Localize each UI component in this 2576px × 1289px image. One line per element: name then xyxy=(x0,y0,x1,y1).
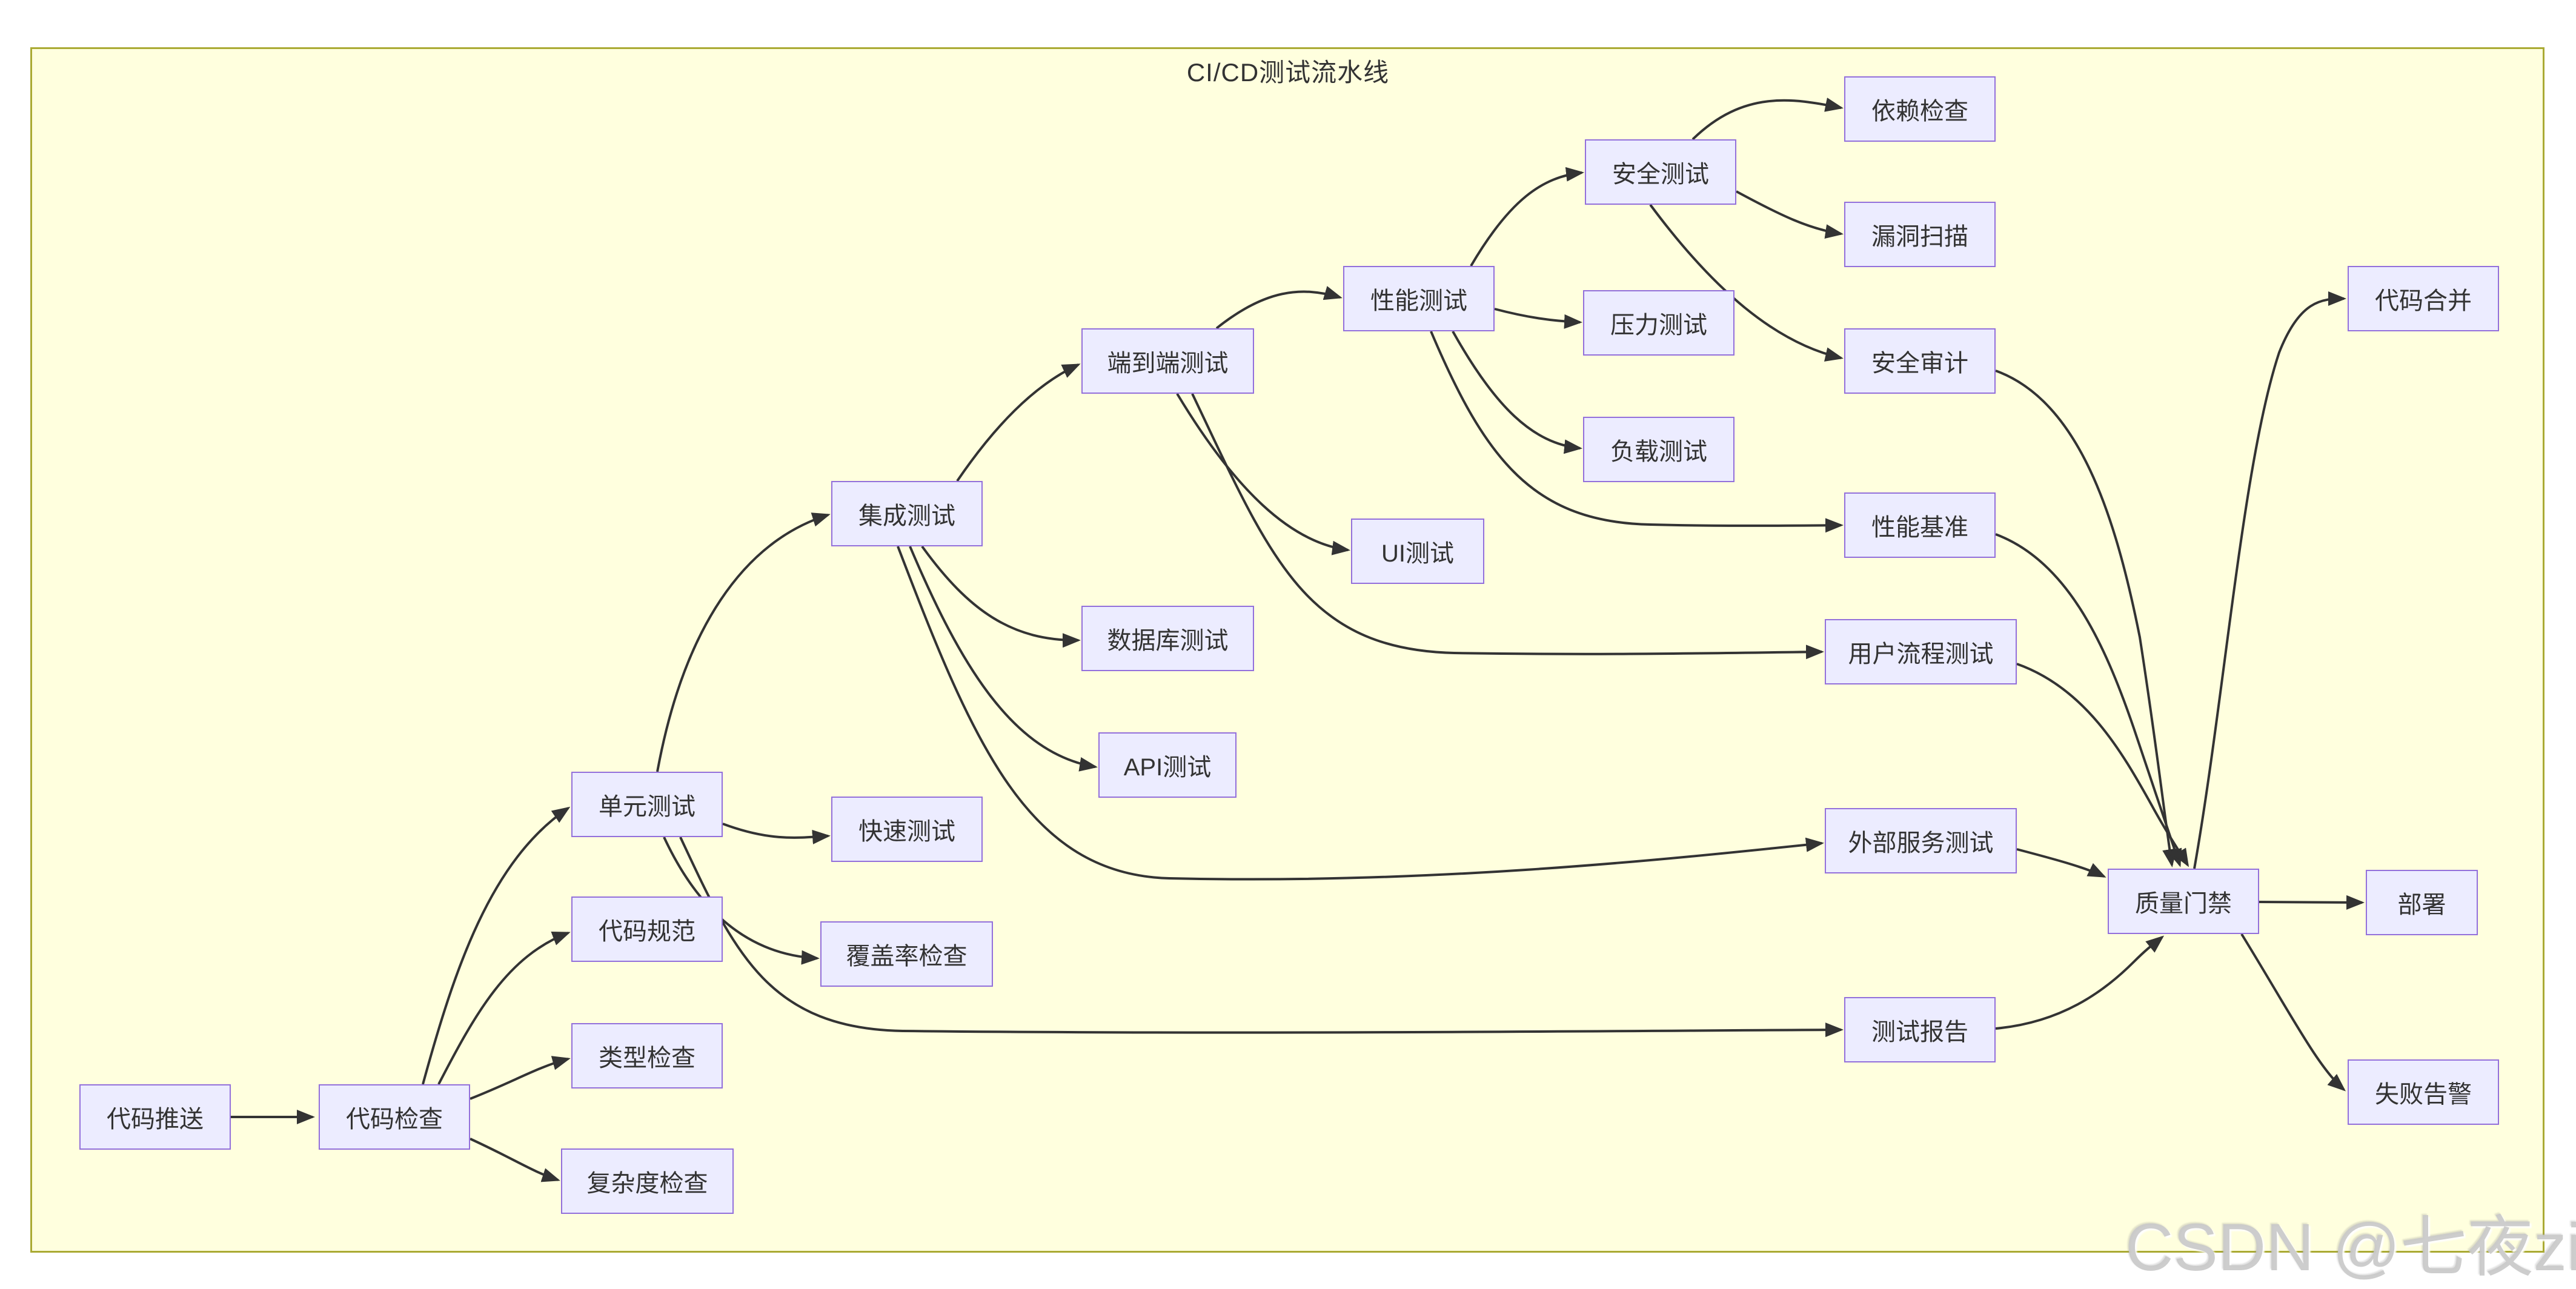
node-unit-test: 单元测试 xyxy=(571,772,723,837)
node-label: 质量门禁 xyxy=(2135,890,2232,917)
edge-unit-test-quick-test xyxy=(722,823,831,844)
edge-quality-gate-deploy xyxy=(2259,895,2365,910)
edge-test-report-quality-gate xyxy=(1995,935,2165,1030)
node-label: 漏洞扫描 xyxy=(1871,224,1968,250)
node-dependency-check: 依赖检查 xyxy=(1844,76,1996,142)
diagram-title: CI/CD测试流水线 xyxy=(1186,58,1390,87)
node-label: 测试报告 xyxy=(1871,1019,1968,1045)
edge-unit-test-integration-test xyxy=(656,512,831,772)
node-code-push: 代码推送 xyxy=(79,1084,231,1150)
node-code-style: 代码规范 xyxy=(571,896,723,962)
node-label: 数据库测试 xyxy=(1107,628,1229,654)
node-label: 代码合并 xyxy=(2375,288,2472,314)
node-label: 单元测试 xyxy=(599,794,695,820)
node-label: API测试 xyxy=(1123,754,1212,781)
node-deploy: 部署 xyxy=(2366,870,2478,935)
node-failure-alert: 失败告警 xyxy=(2348,1059,2499,1125)
edge-perf-test-stress-test xyxy=(1494,308,1582,329)
node-label: 安全测试 xyxy=(1612,161,1709,188)
edge-e2e-test-ui-test xyxy=(1176,393,1350,555)
edge-perf-test-perf-baseline xyxy=(1430,331,1844,533)
node-label: 端到端测试 xyxy=(1107,350,1229,377)
node-label: 失败告警 xyxy=(2375,1081,2472,1108)
pipeline-subgraph xyxy=(30,47,2544,1253)
edge-user-flow-test-quality-gate xyxy=(2016,663,2189,867)
node-label: 外部服务测试 xyxy=(1848,830,1994,857)
edge-integration-test-api-test xyxy=(909,546,1098,772)
node-label: 负载测试 xyxy=(1610,439,1707,465)
node-quality-gate: 质量门禁 xyxy=(2108,869,2259,934)
node-ui-test: UI测试 xyxy=(1351,519,1484,584)
node-label: 部署 xyxy=(2397,892,2446,918)
node-label: UI测试 xyxy=(1381,540,1454,567)
edge-code-check-complexity-check xyxy=(470,1138,560,1182)
edge-quality-gate-code-merge xyxy=(2193,291,2346,869)
node-label: 代码推送 xyxy=(107,1106,204,1133)
edge-perf-test-load-test xyxy=(1452,331,1582,454)
node-label: 安全审计 xyxy=(1871,350,1968,377)
node-quick-test: 快速测试 xyxy=(831,797,983,862)
node-code-merge: 代码合并 xyxy=(2348,266,2499,331)
edge-unit-test-coverage-check xyxy=(663,837,820,965)
edge-code-check-code-style xyxy=(437,932,571,1085)
node-e2e-test: 端到端测试 xyxy=(1081,328,1254,394)
node-user-flow-test: 用户流程测试 xyxy=(1825,619,2017,684)
node-vuln-scan: 漏洞扫描 xyxy=(1844,202,1996,267)
node-perf-test: 性能测试 xyxy=(1343,266,1495,331)
node-api-test: API测试 xyxy=(1098,732,1237,798)
edge-e2e-test-user-flow-test xyxy=(1191,393,1824,660)
node-label: 性能测试 xyxy=(1370,288,1467,314)
edge-security-test-vuln-scan xyxy=(1736,190,1844,239)
node-label: 压力测试 xyxy=(1610,312,1707,339)
edge-unit-test-test-report xyxy=(679,837,1844,1038)
edge-perf-test-security-test xyxy=(1470,167,1584,267)
edge-external-service-test-quality-gate xyxy=(2016,848,2106,878)
node-label: 快速测试 xyxy=(858,818,955,845)
node-load-test: 负载测试 xyxy=(1583,417,1734,482)
edge-integration-test-e2e-test xyxy=(956,363,1081,482)
edge-code-check-type-check xyxy=(470,1056,571,1100)
node-type-check: 类型检查 xyxy=(571,1023,723,1089)
node-security-audit: 安全审计 xyxy=(1844,328,1996,394)
node-label: 依赖检查 xyxy=(1871,98,1968,125)
edge-code-check-unit-test xyxy=(422,806,571,1085)
watermark-text: CSDN @七夜zippoe xyxy=(2125,1210,2576,1285)
node-label: 集成测试 xyxy=(858,503,955,529)
edge-quality-gate-failure-alert xyxy=(2240,933,2346,1092)
node-label: 代码规范 xyxy=(599,918,695,945)
edge-perf-baseline-quality-gate xyxy=(1995,533,2182,867)
node-security-test: 安全测试 xyxy=(1585,139,1736,205)
node-db-test: 数据库测试 xyxy=(1081,606,1254,671)
node-label: 复杂度检查 xyxy=(586,1170,708,1197)
node-label: 类型检查 xyxy=(599,1045,695,1072)
node-label: 用户流程测试 xyxy=(1848,641,1994,668)
node-coverage-check: 覆盖率检查 xyxy=(820,921,993,987)
edge-security-audit-quality-gate xyxy=(1995,369,2177,867)
node-stress-test: 压力测试 xyxy=(1583,290,1734,356)
node-label: 性能基准 xyxy=(1871,514,1968,541)
edge-security-test-security-audit xyxy=(1649,204,1844,362)
node-test-report: 测试报告 xyxy=(1844,997,1996,1062)
edge-security-test-dependency-check xyxy=(1691,98,1844,141)
edge-integration-test-db-test xyxy=(921,545,1081,648)
node-label: 代码检查 xyxy=(346,1106,443,1133)
node-integration-test: 集成测试 xyxy=(831,481,983,546)
node-code-check: 代码检查 xyxy=(319,1084,470,1150)
node-complexity-check: 复杂度检查 xyxy=(561,1148,734,1214)
node-perf-baseline: 性能基准 xyxy=(1844,492,1996,558)
node-external-service-test: 外部服务测试 xyxy=(1825,808,2017,873)
edge-e2e-test-perf-test xyxy=(1215,286,1343,330)
edge-integration-test-external-service-test xyxy=(897,546,1824,881)
node-label: 覆盖率检查 xyxy=(846,943,968,970)
